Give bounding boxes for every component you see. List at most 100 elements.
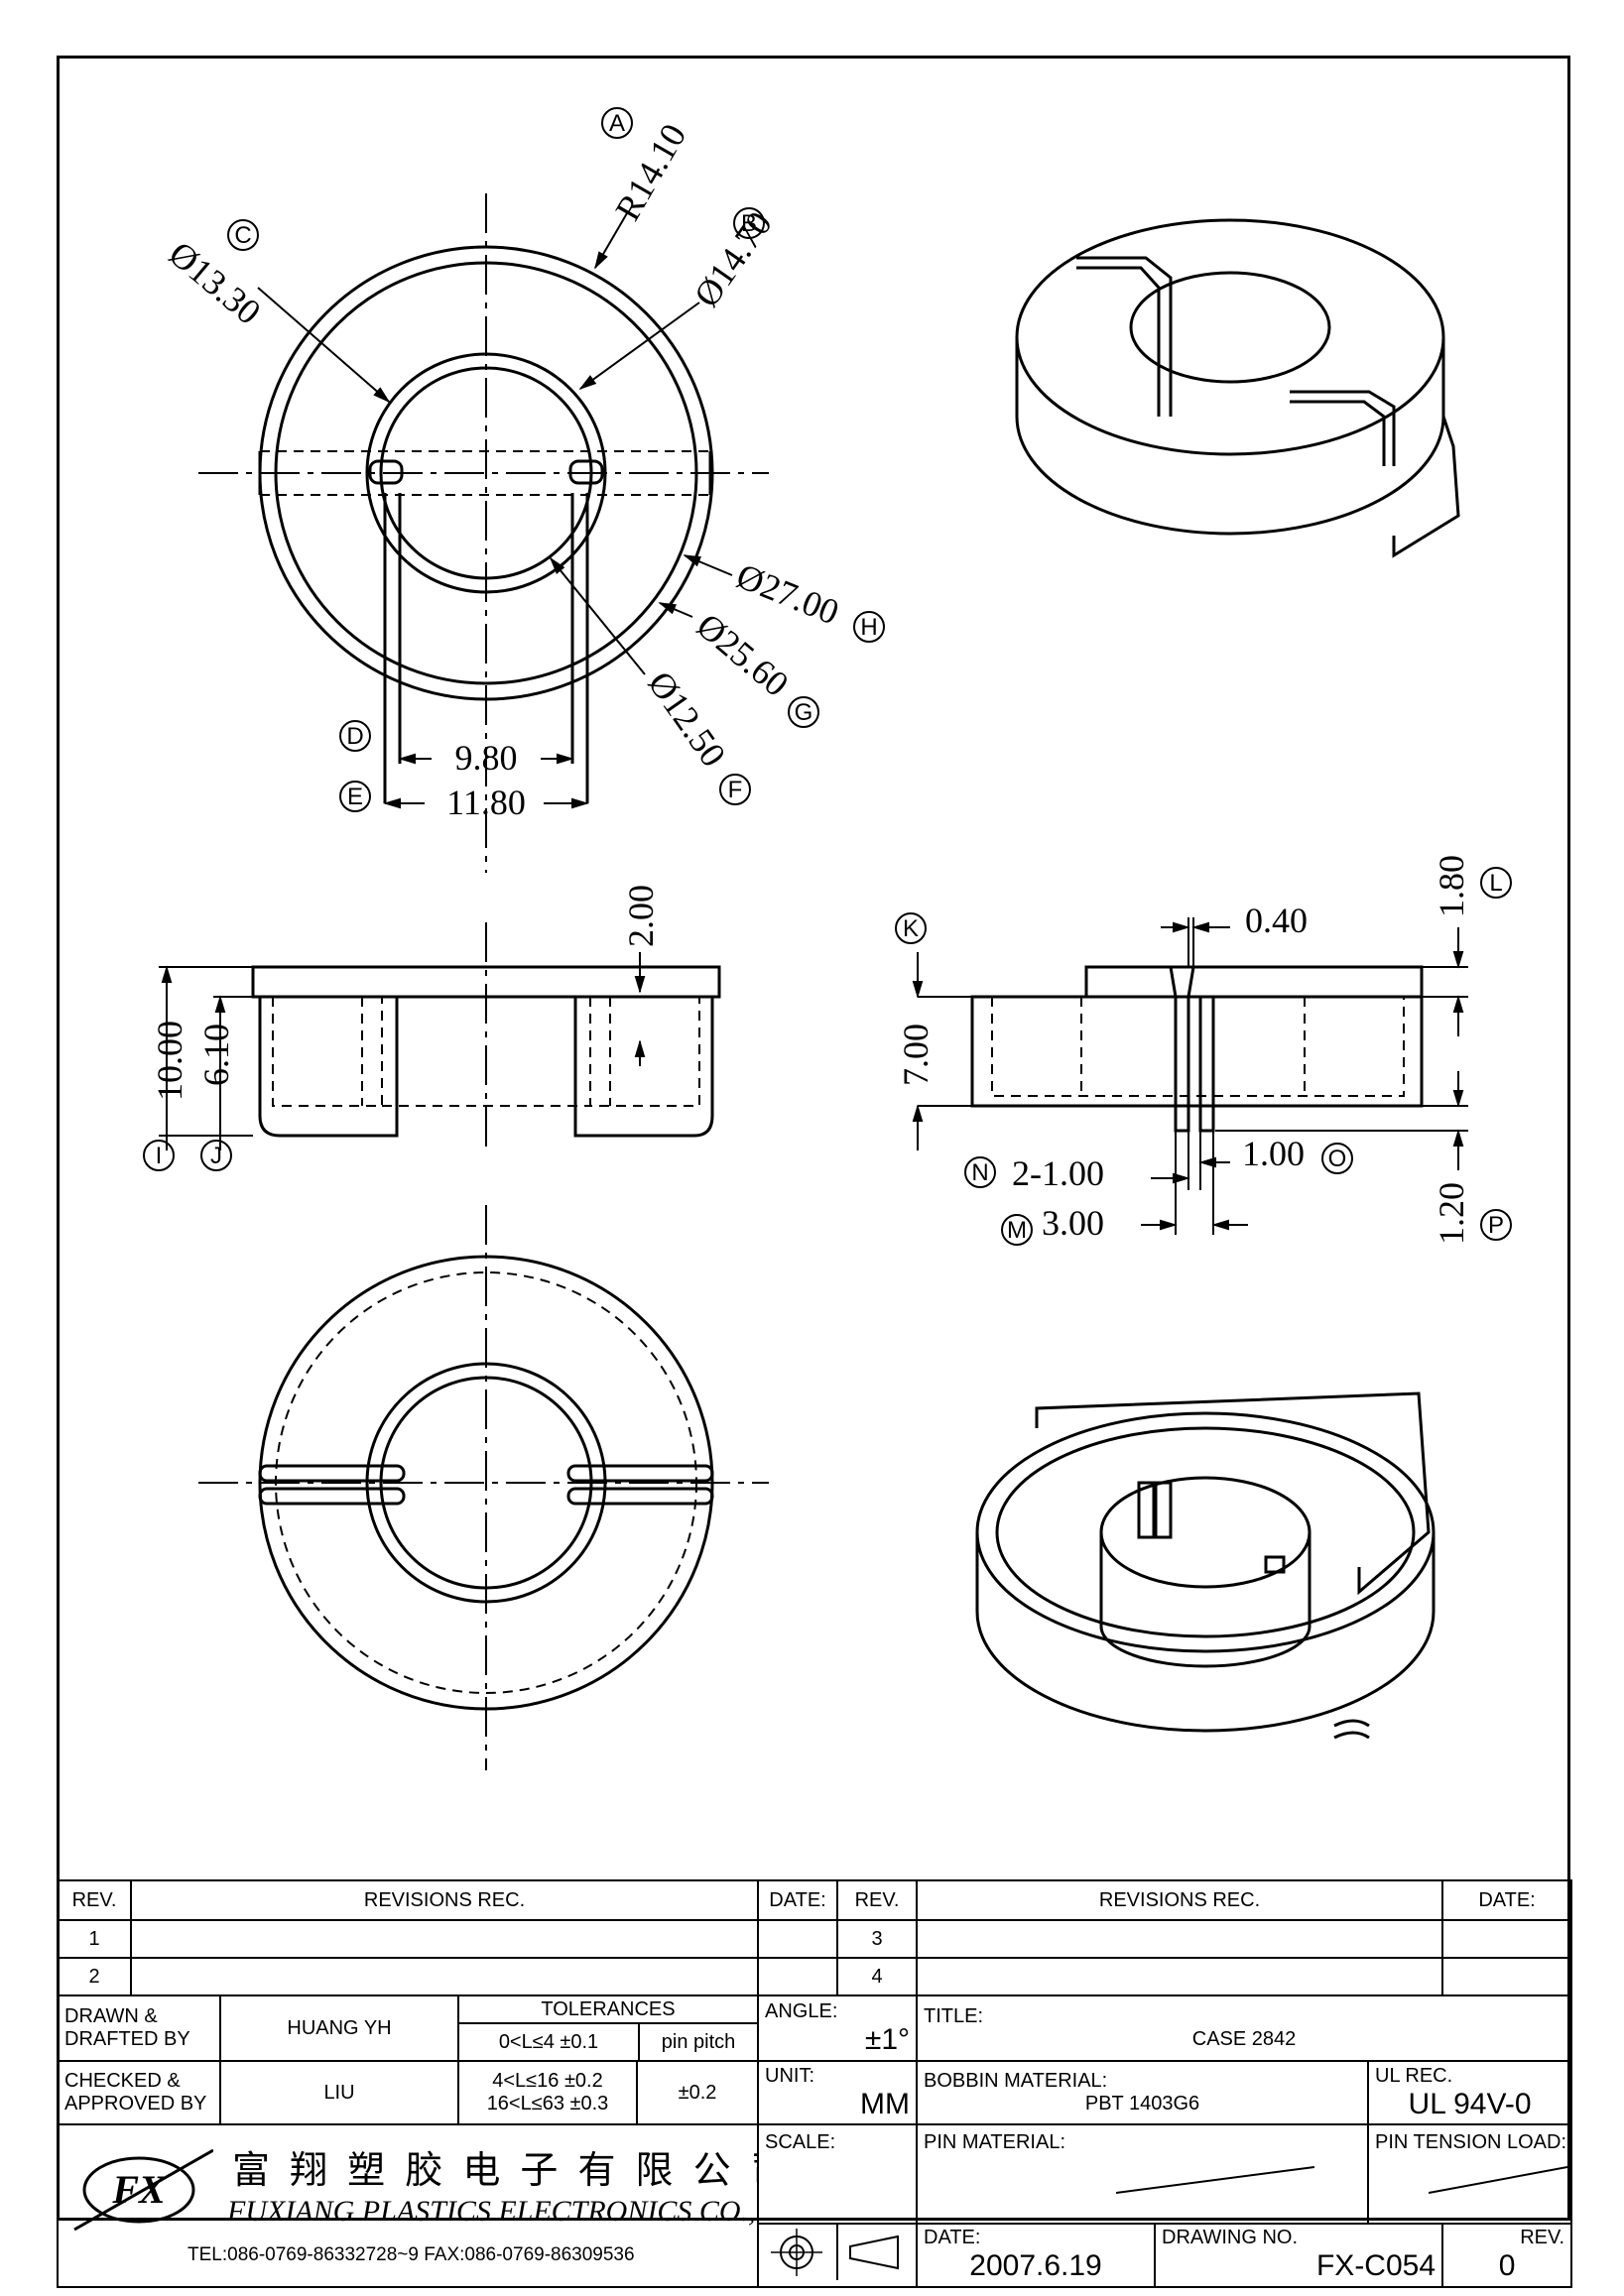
rev-row-2-rec [129, 1957, 760, 1996]
marker-F: F [728, 777, 743, 803]
marker-J: J [210, 1143, 222, 1169]
dim-11-80: 11.80 [446, 783, 526, 822]
rev-row-1-rec [129, 1919, 760, 1959]
checked-by-label: CHECKED & APPROVED BY [57, 2060, 221, 2125]
tolerances: TOLERANCES 0<L≤4 ±0.1 pin pitch [456, 1994, 760, 2062]
marker-K: K [903, 915, 919, 942]
projection-symbol-cell [757, 2223, 919, 2288]
front-view [251, 922, 721, 1150]
rev-row-4: 4 [836, 1957, 919, 1996]
marker-G: G [795, 699, 813, 726]
pin-material-blank-line [1116, 2166, 1315, 2194]
iso-view-top [1015, 218, 1460, 558]
svg-text:FX: FX [111, 2167, 167, 2212]
marker-A: A [609, 110, 625, 137]
side-view [970, 965, 1424, 1133]
projection-symbol-icon [771, 2226, 900, 2280]
angle-cell: ANGLE: ±1° [757, 1994, 919, 2062]
front-view-dimensions [143, 952, 646, 1171]
marker-E: E [347, 784, 363, 810]
tol-row-3: 16<L≤63 ±0.3 [486, 2093, 609, 2115]
dim-d13-30: Ø13.30 [162, 233, 269, 331]
rev-row-3-date [1441, 1919, 1573, 1959]
rev-row-3-rec [916, 1919, 1444, 1959]
marker-B: B [741, 210, 757, 237]
company-name-en: FUXIANG PLASTICS ELECTRONICS CO.,LTD. [227, 2195, 756, 2228]
dim-d27-00: Ø27.00 [731, 555, 844, 632]
tolerance-rows: 4<L≤16 ±0.2 16<L≤63 ±0.3 [457, 2060, 638, 2125]
bobbin-material-value: PBT 1403G6 [1084, 2093, 1200, 2115]
rev-row-2: 2 [57, 1957, 132, 1996]
rev-value: 0 [1498, 2249, 1516, 2282]
marker-H: H [860, 614, 877, 641]
bobbin-material-cell: BOBBIN MATERIAL: PBT 1403G6 [916, 2060, 1370, 2125]
pin-pitch-value: ±0.2 [635, 2060, 760, 2125]
title-value: CASE 2842 [1191, 2028, 1297, 2050]
rev-row-1: 1 [57, 1919, 132, 1959]
date-cell: DATE: 2007.6.19 [916, 2223, 1157, 2288]
marker-N: N [971, 1159, 988, 1186]
drawn-by-label: DRAWN & DRAFTED BY [57, 1994, 221, 2062]
unit-value: MM [860, 2087, 911, 2120]
side-view-dimensions [895, 867, 1512, 1246]
angle-value: ±1° [864, 2022, 911, 2056]
marker-D: D [346, 723, 363, 750]
approved-by-value: LIU [219, 2060, 459, 2125]
marker-C: C [234, 222, 251, 249]
ul-rec-value: UL 94V-0 [1408, 2087, 1532, 2120]
rev-row-1-date [757, 1919, 839, 1959]
dim-2-00: 2.00 [621, 885, 661, 947]
bottom-view [198, 1205, 769, 1770]
tol-row-1: 0<L≤4 ±0.1 [460, 2024, 640, 2059]
tol-row-2: 4<L≤16 ±0.2 [492, 2070, 603, 2092]
dim-0-40: 0.40 [1245, 901, 1308, 940]
dim-1-00: 1.00 [1242, 1134, 1305, 1173]
marker-P: P [1488, 1212, 1504, 1239]
rev-header: REV. [57, 1879, 132, 1921]
top-view [198, 193, 769, 873]
company-logo-icon: FX [73, 2148, 213, 2232]
pin-material-cell: PIN MATERIAL: [916, 2123, 1370, 2225]
marker-I: I [156, 1143, 163, 1169]
dim-2-1-00: 2-1.00 [1012, 1153, 1104, 1193]
iso-view-bottom [975, 1391, 1436, 1740]
marker-O: O [1328, 1146, 1347, 1172]
drawn-by-value: HUANG YH [219, 1994, 459, 2062]
company-contact: TEL:086-0769-86332728~9 FAX:086-0769-863… [187, 2244, 635, 2265]
dim-d25-60: Ø25.60 [689, 605, 797, 703]
title-cell: TITLE: CASE 2842 [916, 1994, 1573, 2062]
rev-header-right: REV. [836, 1879, 919, 1921]
date-value: 2007.6.19 [969, 2249, 1102, 2282]
unit-cell: UNIT: MM [757, 2060, 919, 2125]
title-block: REV. REVISIONS REC. DATE: REV. REVISIONS… [56, 1879, 1573, 2288]
company-name-cn: 富 翔 塑 胶 电 子 有 限 公 司 [232, 2148, 759, 2192]
date-header: DATE: [757, 1879, 839, 1921]
revisions-header-right: REVISIONS REC. [916, 1879, 1444, 1921]
tolerances-label: TOLERANCES [460, 1997, 757, 2024]
dim-1-20: 1.20 [1432, 1182, 1471, 1245]
ul-rec-cell: UL REC. UL 94V-0 [1367, 2060, 1573, 2125]
company-cell: FX 富 翔 塑 胶 电 子 有 限 公 司 FUXIANG PLASTICS … [56, 2123, 760, 2288]
pin-pitch-label: pin pitch [661, 2031, 736, 2053]
rev-row-2-date [757, 1957, 839, 1996]
rev-row-4-rec [916, 1957, 1444, 1996]
revisions-header: REVISIONS REC. [129, 1879, 760, 1921]
dim-9-80: 9.80 [455, 738, 518, 778]
pin-tension-cell: PIN TENSION LOAD: [1367, 2123, 1573, 2225]
scale-cell: SCALE: [757, 2123, 919, 2225]
rev-row-3: 3 [836, 1919, 919, 1959]
drawing-no-cell: DRAWING NO. FX-C054 [1154, 2223, 1444, 2288]
rev-row-4-date [1441, 1957, 1573, 1996]
rev-cell: REV. 0 [1441, 2223, 1573, 2288]
marker-M: M [1007, 1217, 1027, 1244]
dim-d12-50: Ø12.50 [640, 665, 733, 775]
dim-d14-70: Ø14.70 [687, 204, 780, 314]
dim-10-00: 10.00 [150, 1021, 189, 1101]
dim-7-00: 7.00 [896, 1024, 936, 1086]
date-header-right: DATE: [1441, 1879, 1573, 1921]
pin-tension-blank-line [1429, 2166, 1568, 2194]
dim-3-00: 3.00 [1042, 1203, 1104, 1243]
drawing-no-value: FX-C054 [1315, 2249, 1437, 2282]
top-view-dimensions [227, 107, 885, 812]
